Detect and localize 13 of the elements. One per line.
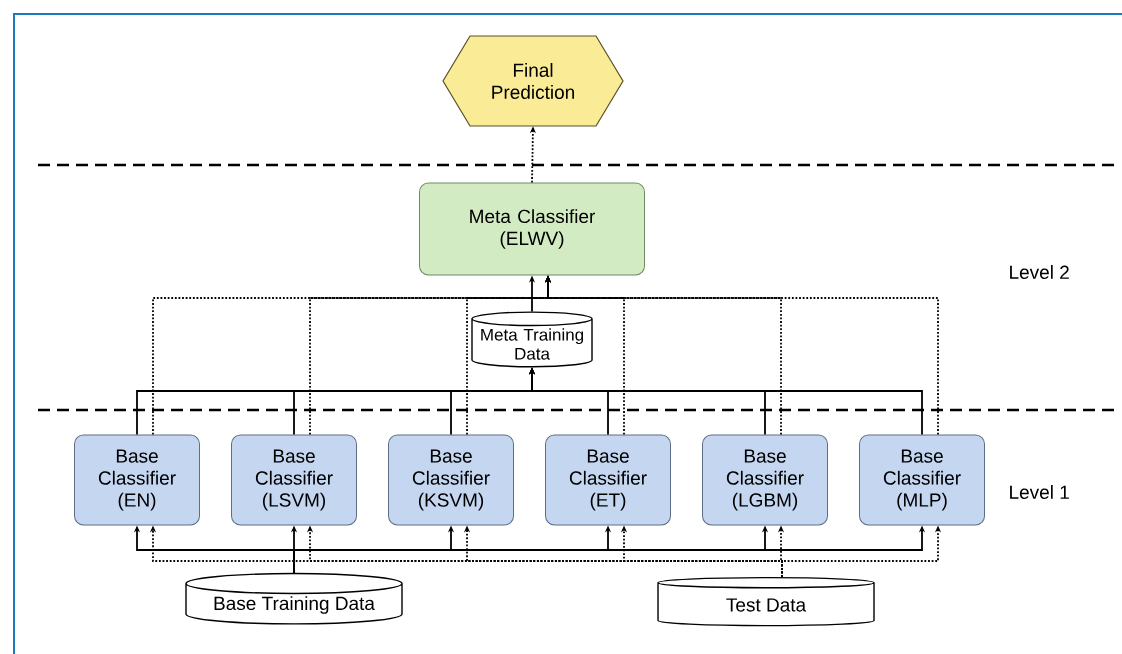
level-label: Level 1 (1010, 485, 1069, 499)
classifier-box: Base Classifier (KSVM) (388, 434, 514, 526)
classifier-box: Meta Classifier (ELWV) (419, 182, 645, 276)
level-label: Level 2 (1010, 265, 1069, 279)
database-cylinder: Test Data (657, 576, 875, 627)
classifier-box: Base Classifier (ET) (545, 434, 671, 526)
classifier-box: Base Classifier (MLP) (859, 434, 985, 526)
hexagon-node: Final Prediction (442, 35, 624, 127)
classifier-box: Base Classifier (EN) (74, 434, 200, 526)
database-cylinder: Meta Training Data (471, 311, 593, 368)
classifier-box: Base Classifier (LGBM) (702, 434, 828, 526)
database-cylinder: Base Training Data (185, 572, 403, 625)
classifier-box: Base Classifier (LSVM) (231, 434, 357, 526)
